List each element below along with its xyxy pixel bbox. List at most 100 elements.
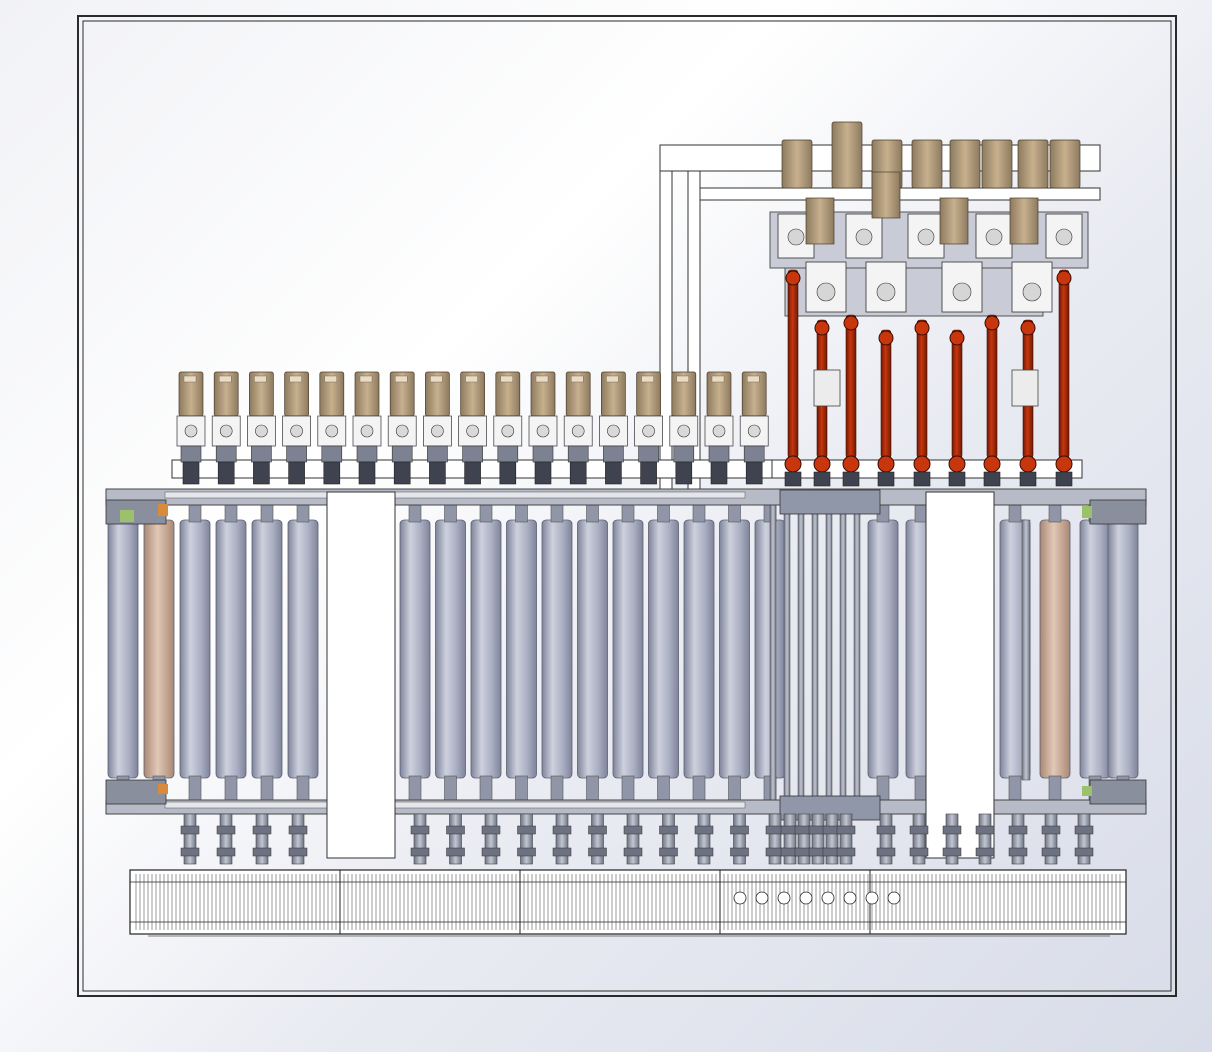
roller xyxy=(470,503,502,803)
gear-motor-icon xyxy=(1049,139,1081,189)
gearbox xyxy=(1045,213,1083,259)
roller xyxy=(179,503,211,803)
gear-motor-icon xyxy=(1009,197,1039,245)
gearbox xyxy=(941,261,983,313)
gear-motor-icon xyxy=(805,197,835,245)
gear-motor-icon xyxy=(458,371,487,485)
gear-motor-icon xyxy=(739,371,769,485)
cardan-shaft-icon xyxy=(842,314,860,487)
grating-bolt xyxy=(843,891,857,905)
gear-motor-icon xyxy=(563,371,593,485)
cardan-shaft-icon xyxy=(517,813,536,865)
cardan-shaft-icon xyxy=(836,813,856,865)
bottom-grating xyxy=(129,869,1127,937)
grating-bolt xyxy=(799,891,813,905)
sheet-border-inner xyxy=(82,20,1172,992)
guide-rod xyxy=(769,504,777,806)
cardan-shaft-icon xyxy=(983,314,1001,487)
cardan-shaft-icon xyxy=(794,813,814,865)
right-bearing-lower xyxy=(1089,779,1147,805)
roller xyxy=(251,503,283,803)
gear-motor-icon xyxy=(981,139,1013,189)
roller xyxy=(867,503,899,803)
left-bearing-upper xyxy=(105,499,167,525)
gear-motor-icon xyxy=(911,139,943,189)
cardan-shaft-icon xyxy=(446,813,465,865)
drive-shafts xyxy=(784,269,1073,487)
gear-motor-icon xyxy=(599,371,628,485)
gearbox xyxy=(1011,261,1053,313)
motor-row xyxy=(176,371,769,485)
cardan-shaft-icon xyxy=(765,813,785,865)
gearbox xyxy=(975,213,1013,259)
cardan-shaft-icon xyxy=(694,813,714,865)
roller xyxy=(107,503,139,803)
cardan-shaft-icon xyxy=(909,813,929,865)
roller xyxy=(435,503,466,803)
cardan-shaft-icon xyxy=(410,813,430,865)
cardan-shaft-icon xyxy=(288,813,308,865)
white-openings xyxy=(326,491,995,859)
opening-right xyxy=(925,491,995,859)
roller xyxy=(719,503,750,803)
gearbox xyxy=(845,213,883,259)
roller xyxy=(506,503,537,803)
grating-bolt xyxy=(755,891,769,905)
roller xyxy=(648,503,679,803)
gear-motor-icon xyxy=(211,371,241,485)
gear-motor-icon xyxy=(528,371,558,485)
grating-bolt xyxy=(865,891,879,905)
cardan-shaft-icon xyxy=(876,813,896,865)
cardan-shaft-icon xyxy=(784,269,802,487)
gear-motor-icon xyxy=(871,171,901,219)
cardan-shaft-icon xyxy=(481,813,501,865)
center-bearing-block xyxy=(779,489,881,515)
gear-motor-icon xyxy=(1017,139,1049,189)
roller xyxy=(541,503,573,803)
cardan-shaft-icon xyxy=(216,813,236,865)
roller xyxy=(1039,503,1071,803)
gear-motor-icon xyxy=(317,371,347,485)
gear-motor-icon xyxy=(176,371,206,485)
cardan-shaft-icon xyxy=(730,813,749,865)
lower-joints xyxy=(180,813,1094,865)
guide-rod xyxy=(825,504,833,806)
grating-bolt xyxy=(887,891,901,905)
cardan-shaft-icon xyxy=(552,813,572,865)
cardan-shaft-icon xyxy=(1074,813,1094,865)
cardan-shaft-icon xyxy=(1041,813,1061,865)
cardan-shaft-icon xyxy=(948,329,966,487)
cardan-shaft-icon xyxy=(808,813,828,865)
shaft-bracket xyxy=(813,369,841,407)
gear-motor-icon xyxy=(634,371,663,485)
sheet-border-outer xyxy=(77,15,1177,997)
guide-rod xyxy=(797,504,805,806)
cardan-shaft-icon xyxy=(1008,813,1028,865)
cardan-shaft-icon xyxy=(180,813,200,865)
gear-motor-icon xyxy=(669,371,699,485)
gear-motor-icon xyxy=(831,121,863,189)
cardan-shaft-icon xyxy=(588,813,607,865)
gear-motor-icon xyxy=(423,371,452,485)
opening-left xyxy=(326,491,396,859)
roller xyxy=(577,503,608,803)
guide-rod xyxy=(811,504,819,806)
right-bearing-upper xyxy=(1089,499,1147,525)
grating-bolt xyxy=(733,891,747,905)
cardan-shaft-icon xyxy=(252,813,272,865)
gear-motor-icon xyxy=(352,371,382,485)
cardan-shaft-icon xyxy=(780,813,800,865)
upper-gear-assembly xyxy=(777,121,1083,313)
roller xyxy=(399,503,431,803)
gearbox xyxy=(907,213,945,259)
roller xyxy=(1079,503,1111,803)
roller xyxy=(143,503,175,803)
gear-motor-icon xyxy=(282,371,311,485)
orange-accent xyxy=(158,784,168,794)
roller xyxy=(1107,503,1139,803)
grating-bolt xyxy=(777,891,791,905)
upper-rail-strip xyxy=(164,491,746,499)
cardan-shaft-icon xyxy=(877,329,895,487)
cardan-shaft-icon xyxy=(623,813,643,865)
gearbox xyxy=(805,261,847,313)
